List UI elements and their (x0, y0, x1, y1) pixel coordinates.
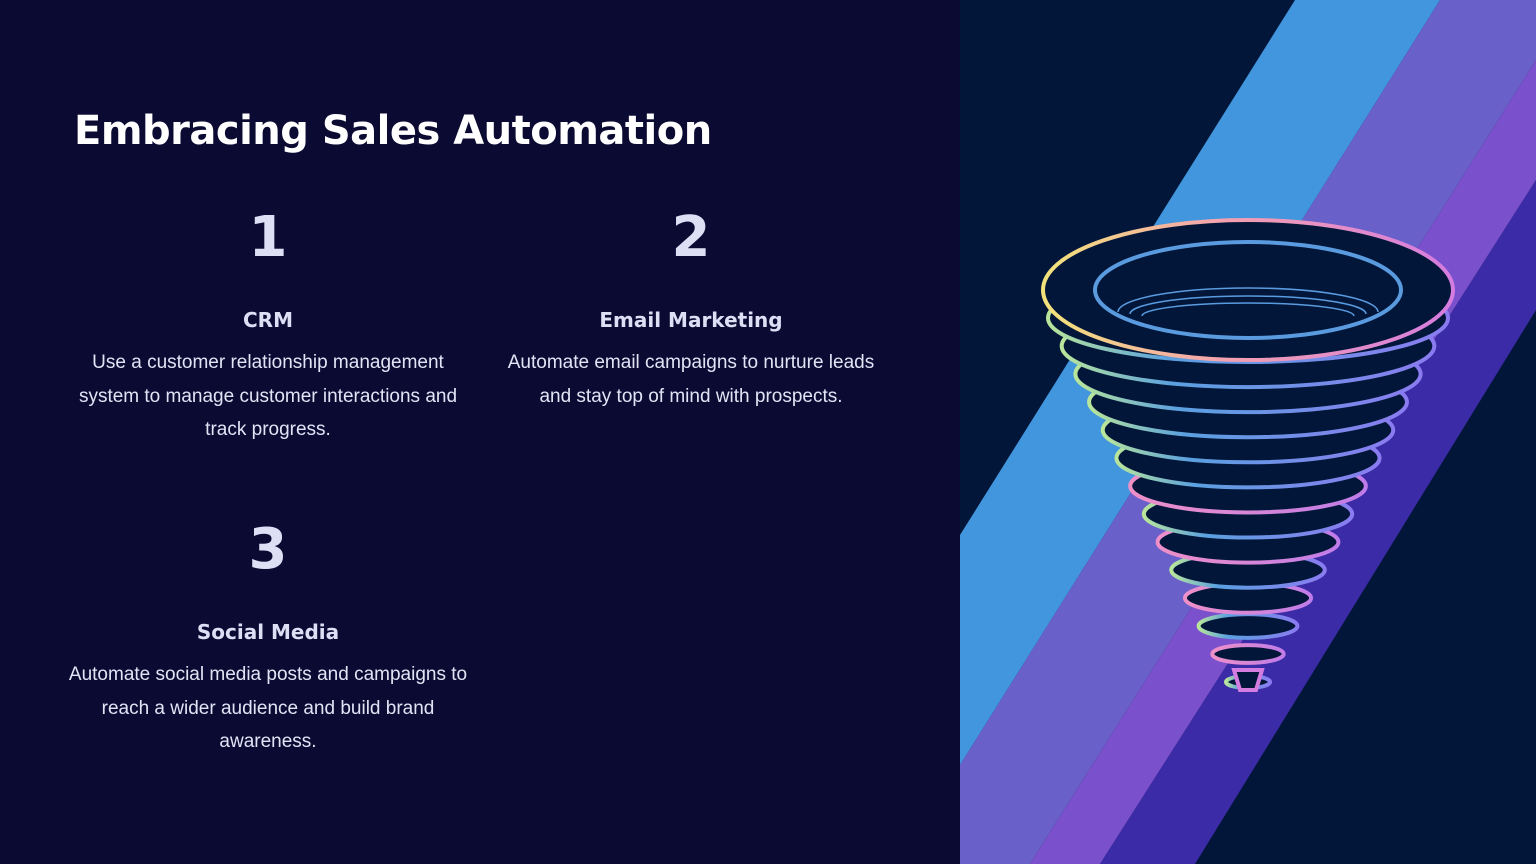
funnel-icon (1041, 218, 1455, 692)
item-description: Use a customer relationship management s… (78, 352, 458, 440)
item-number: 3 (248, 517, 288, 582)
item-heading: Email Marketing (599, 308, 783, 332)
funnel-illustration (960, 0, 1536, 864)
item-number: 1 (248, 205, 288, 270)
funnel-inner-line (1117, 287, 1379, 313)
content-panel: Embracing Sales Automation 1 CRM Use a c… (68, 108, 891, 759)
funnel-inner-line (1129, 295, 1367, 315)
funnel-ring (1210, 643, 1286, 665)
slide-title: Embracing Sales Automation (74, 108, 712, 154)
funnel-inner-line (1141, 302, 1355, 317)
funnel-image (960, 0, 1536, 864)
funnel-tip (1231, 668, 1265, 692)
item-number: 2 (671, 205, 711, 270)
item-heading: CRM (243, 308, 293, 332)
item-description: Automate email campaigns to nurture lead… (507, 352, 875, 407)
item-description: Automate social media posts and campaign… (68, 664, 468, 752)
funnel-ring (1196, 612, 1300, 640)
feature-item-social-media: 3 Social Media Automate social media pos… (68, 518, 468, 759)
feature-item-email-marketing: 2 Email Marketing Automate email campaig… (491, 206, 891, 413)
feature-item-crm: 1 CRM Use a customer relationship manage… (68, 206, 468, 447)
funnel-opening (1093, 240, 1403, 340)
item-heading: Social Media (196, 620, 340, 644)
